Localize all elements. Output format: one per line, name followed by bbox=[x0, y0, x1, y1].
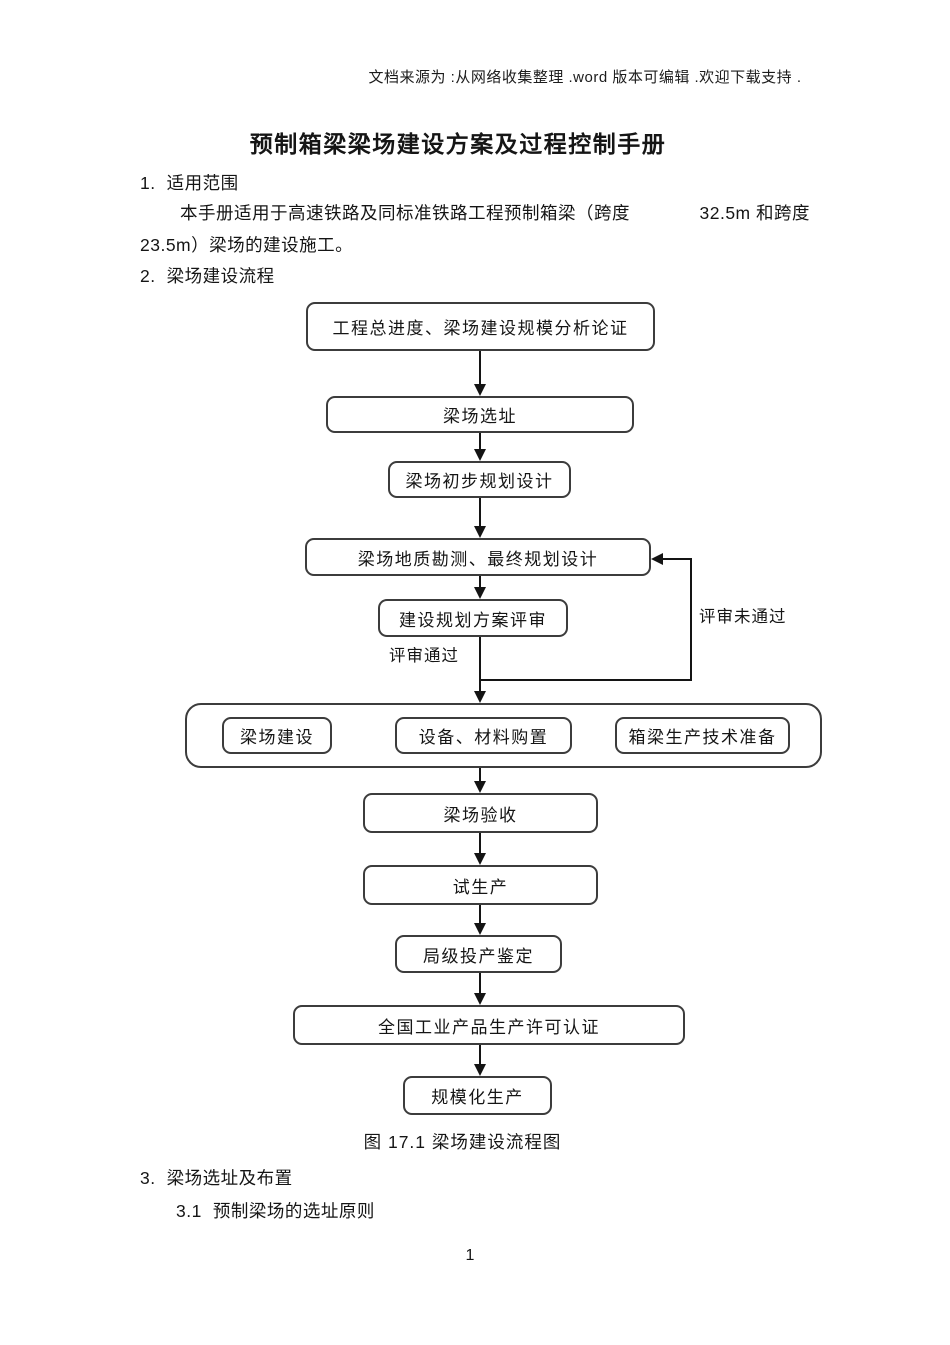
section-3-number: 3. bbox=[140, 1168, 156, 1188]
flow-node-bureau-appraisal: 局级投产鉴定 bbox=[395, 935, 562, 973]
edge-label-review-failed: 评审未通过 bbox=[699, 608, 787, 626]
flow-node-analysis: 工程总进度、梁场建设规模分析论证 bbox=[306, 302, 655, 351]
source-note: 文档来源为 :从网络收集整理 .word 版本可编辑 .欢迎下载支持 . bbox=[368, 69, 802, 86]
section-3-1-heading: 3.1 预制梁场的选址原则 bbox=[176, 1198, 375, 1223]
section-3-1-number: 3.1 bbox=[176, 1201, 202, 1221]
section-3-title: 梁场选址及布置 bbox=[166, 1168, 293, 1188]
flow-node-label: 规模化生产 bbox=[431, 1088, 524, 1107]
section-1-paragraph-line2: 23.5m）梁场的建设施工。 bbox=[140, 235, 354, 255]
feedback-loop-vertical-line bbox=[690, 558, 692, 681]
flow-node-yard-construction: 梁场建设 bbox=[222, 717, 332, 754]
arrow-down-icon bbox=[474, 449, 486, 461]
flow-node-label: 全国工业产品生产许可认证 bbox=[378, 1017, 600, 1037]
figure-caption: 图 17.1 梁场建设流程图 bbox=[363, 1132, 562, 1152]
flow-node-label: 梁场建设 bbox=[240, 728, 314, 747]
arrow-left-icon bbox=[651, 553, 663, 565]
arrow-down-icon bbox=[474, 384, 486, 396]
flow-node-tech-preparation: 箱梁生产技术准备 bbox=[615, 717, 790, 754]
flow-node-label: 设备、材料购置 bbox=[418, 728, 549, 747]
section-2-title: 梁场建设流程 bbox=[166, 266, 275, 286]
flow-node-label: 梁场地质勘测、最终规划设计 bbox=[357, 549, 599, 569]
section-2-number: 2. bbox=[140, 266, 156, 286]
connector-line bbox=[479, 576, 481, 587]
connector-line bbox=[479, 973, 481, 993]
flow-node-label: 试生产 bbox=[452, 877, 509, 897]
section-1-title: 适用范围 bbox=[166, 173, 239, 193]
feedback-loop-bottom-line bbox=[480, 679, 692, 681]
connector-line bbox=[479, 833, 481, 853]
paragraph-text-right: 32.5m 和跨度 bbox=[699, 203, 810, 223]
arrow-down-icon bbox=[474, 781, 486, 793]
flow-node-site-selection: 梁场选址 bbox=[326, 396, 634, 433]
flow-node-label: 梁场验收 bbox=[443, 805, 518, 825]
flow-node-label: 建设规划方案评审 bbox=[399, 610, 547, 630]
connector-line bbox=[479, 768, 481, 781]
arrow-down-icon bbox=[474, 526, 486, 538]
feedback-loop-top-line bbox=[663, 558, 692, 560]
arrow-down-icon bbox=[474, 993, 486, 1005]
arrow-down-icon bbox=[474, 1064, 486, 1076]
section-2-heading: 2. 梁场建设流程 bbox=[140, 263, 275, 288]
connector-line bbox=[479, 637, 481, 691]
arrow-down-icon bbox=[474, 691, 486, 703]
flow-node-preliminary-plan: 梁场初步规划设计 bbox=[388, 461, 571, 498]
flow-node-label: 局级投产鉴定 bbox=[423, 946, 534, 966]
connector-line bbox=[479, 498, 481, 526]
page-number: 1 bbox=[465, 1247, 475, 1264]
flow-node-label: 梁场选址 bbox=[443, 407, 517, 426]
flow-node-equipment-purchase: 设备、材料购置 bbox=[395, 717, 572, 754]
paragraph-text-left: 本手册适用于高速铁路及同标准铁路工程预制箱梁（跨度 bbox=[180, 203, 630, 223]
connector-line bbox=[479, 433, 481, 449]
section-3-1-title: 预制梁场的选址原则 bbox=[212, 1201, 375, 1221]
page-title: 预制箱梁梁场建设方案及过程控制手册 bbox=[249, 131, 667, 157]
edge-label-review-passed: 评审通过 bbox=[389, 647, 459, 665]
flow-node-national-license: 全国工业产品生产许可认证 bbox=[293, 1005, 685, 1045]
flow-node-geology-final-plan: 梁场地质勘测、最终规划设计 bbox=[305, 538, 651, 576]
flow-node-scale-production: 规模化生产 bbox=[403, 1076, 552, 1115]
arrow-down-icon bbox=[474, 923, 486, 935]
section-3-heading: 3. 梁场选址及布置 bbox=[140, 1165, 293, 1190]
connector-line bbox=[479, 1045, 481, 1064]
flow-node-yard-acceptance: 梁场验收 bbox=[363, 793, 598, 833]
arrow-down-icon bbox=[474, 853, 486, 865]
connector-line bbox=[479, 905, 481, 923]
flow-node-label: 箱梁生产技术准备 bbox=[628, 728, 777, 747]
arrow-down-icon bbox=[474, 587, 486, 599]
section-1-paragraph-line1: 本手册适用于高速铁路及同标准铁路工程预制箱梁（跨度 32.5m 和跨度 bbox=[180, 200, 810, 225]
connector-line bbox=[479, 351, 481, 384]
flow-node-plan-review: 建设规划方案评审 bbox=[378, 599, 568, 637]
flow-node-trial-production: 试生产 bbox=[363, 865, 598, 905]
section-1-heading: 1. 适用范围 bbox=[140, 170, 239, 195]
flow-node-label: 梁场初步规划设计 bbox=[405, 472, 554, 491]
section-1-number: 1. bbox=[140, 173, 156, 193]
flow-node-label: 工程总进度、梁场建设规模分析论证 bbox=[332, 319, 629, 338]
